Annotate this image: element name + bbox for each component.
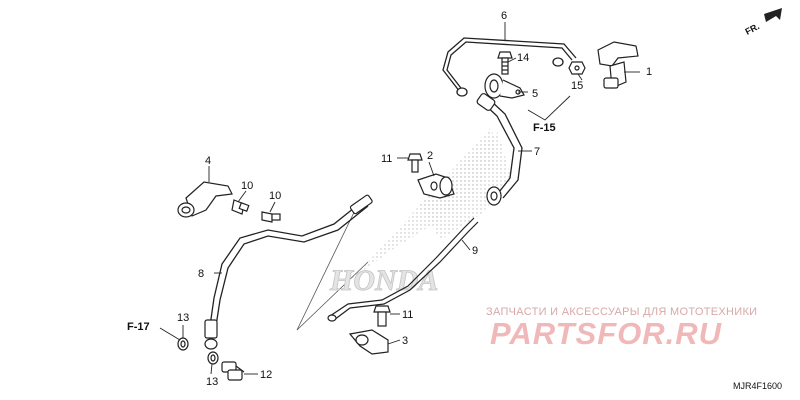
part-2-joint <box>417 173 455 199</box>
honda-wing-watermark <box>296 126 512 331</box>
part-15-nut <box>568 61 586 75</box>
part-7-hose-fitting-bottom <box>486 186 502 206</box>
front-direction-arrow <box>764 8 782 22</box>
part-10-bolt-a <box>231 199 250 215</box>
reference-f15[interactable]: F-15 <box>533 122 556 134</box>
part-11-bolt-lower <box>373 305 391 327</box>
part-7-hose <box>481 99 523 199</box>
part-1-bracket <box>597 41 639 89</box>
callout-15[interactable]: 15 <box>571 80 584 92</box>
part-12-bolt <box>221 361 245 381</box>
part-5-clamp <box>484 73 525 99</box>
callout-3[interactable]: 3 <box>402 335 409 347</box>
watermark-caption: ЗАПЧАСТИ И АКСЕССУАРЫ ДЛЯ МОТОТЕХНИКИ <box>486 306 758 318</box>
callout-10a[interactable]: 10 <box>241 180 254 192</box>
diagram-code: MJR4F1600 <box>733 381 783 391</box>
part-14-bolt <box>497 51 513 75</box>
part-6-brake-pipe <box>442 37 577 97</box>
callout-4[interactable]: 4 <box>205 155 212 167</box>
callout-14[interactable]: 14 <box>517 52 530 64</box>
callout-13a[interactable]: 13 <box>177 312 190 324</box>
part-7-hose-fitting-top <box>476 93 496 111</box>
part-13-washer-bottom <box>207 351 219 365</box>
part-8-hose-fitting-top <box>349 194 373 215</box>
part-11-bolt-upper <box>407 153 423 173</box>
callout-1[interactable]: 1 <box>646 66 653 78</box>
callout-12[interactable]: 12 <box>260 369 273 381</box>
honda-brand-watermark: HONDA <box>329 264 438 297</box>
callout-9[interactable]: 9 <box>472 245 479 257</box>
callout-5[interactable]: 5 <box>532 88 539 100</box>
callout-11a[interactable]: 11 <box>381 153 393 165</box>
part-10-bolt-b <box>261 211 281 223</box>
callout-2[interactable]: 2 <box>427 150 434 162</box>
callout-13b[interactable]: 13 <box>206 376 219 388</box>
callout-6[interactable]: 6 <box>501 10 508 22</box>
callout-10b[interactable]: 10 <box>269 190 282 202</box>
leader-lines <box>159 22 640 375</box>
part-8-hose-fitting-bottom <box>204 319 218 350</box>
callout-8[interactable]: 8 <box>198 268 205 280</box>
part-3-clamp <box>348 329 389 355</box>
callout-7[interactable]: 7 <box>534 146 541 158</box>
part-4-bracket <box>177 181 233 218</box>
callout-11b[interactable]: 11 <box>402 309 414 321</box>
part-8-hose <box>209 199 369 327</box>
watermark-logo: PARTSFOR.RU <box>490 316 723 351</box>
reference-f17[interactable]: F-17 <box>127 321 150 333</box>
part-9-brake-pipe <box>327 217 479 322</box>
